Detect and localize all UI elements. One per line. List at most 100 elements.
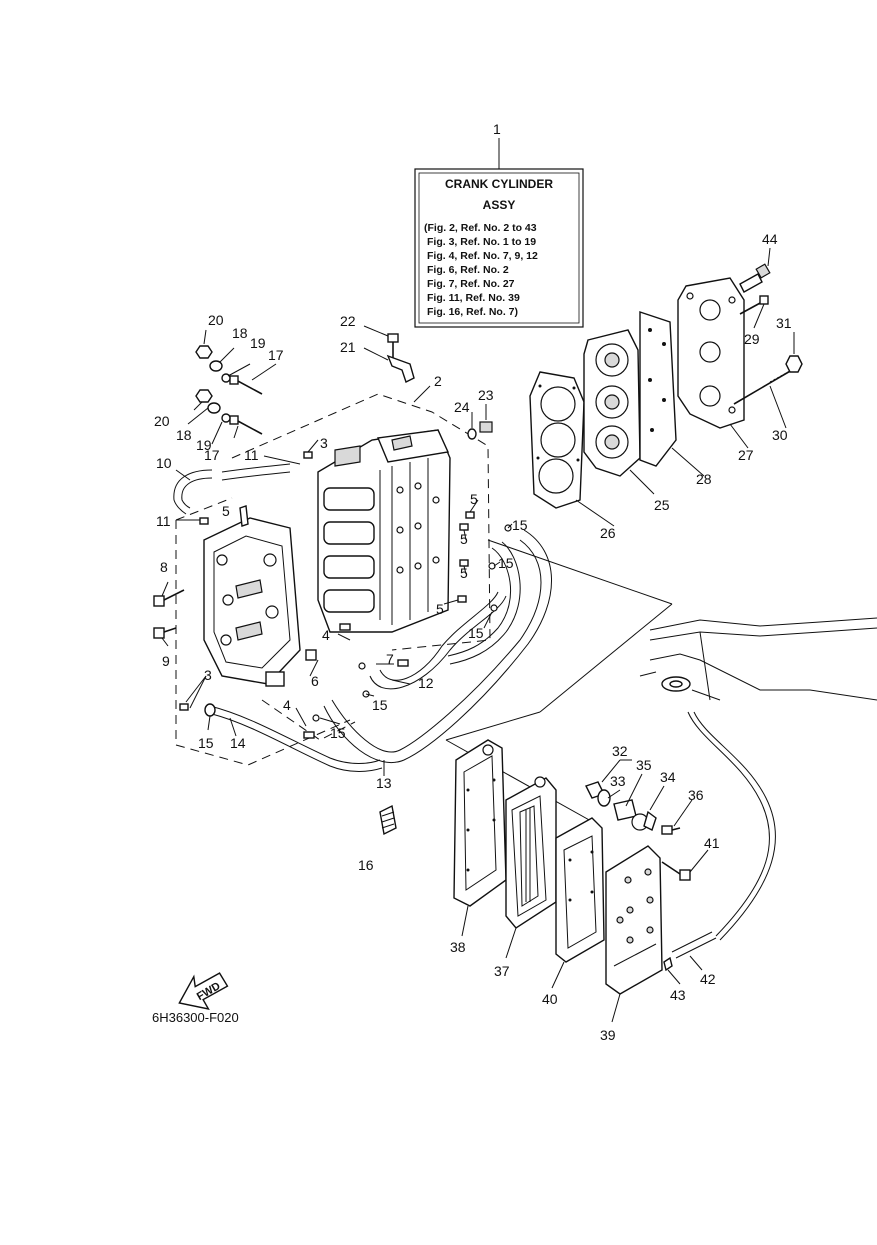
callout-35: 35: [636, 757, 652, 773]
gasket-40: [555, 817, 605, 963]
callout-34: 34: [660, 769, 676, 785]
head-cover-gasket: [639, 311, 677, 467]
callout-37: 37: [494, 963, 510, 979]
callout-5: 5: [460, 531, 468, 547]
callout-23: 23: [478, 387, 494, 403]
box-ref-line: (Fig. 2, Ref. No. 2 to 43: [424, 222, 537, 234]
hose-13: [323, 529, 552, 763]
callout-10: 10: [156, 455, 172, 471]
callout-19: 19: [196, 437, 212, 453]
washer-19: [221, 373, 231, 423]
callout-36: 36: [688, 787, 704, 803]
callout-4: 4: [283, 697, 291, 713]
clamp-21: [386, 354, 415, 383]
callout-11: 11: [156, 513, 171, 529]
spark-plug: [739, 263, 771, 293]
callout-44: 44: [762, 231, 778, 247]
callout-39: 39: [600, 1027, 616, 1043]
callout-42: 42: [700, 971, 716, 987]
callout-27: 27: [738, 447, 754, 463]
crankcase-half: [203, 505, 301, 687]
bolt-17-upper: [229, 375, 263, 395]
callout-13: 13: [376, 775, 392, 791]
callout-21: 21: [340, 339, 356, 355]
callout-33: 33: [610, 773, 626, 789]
tube-42-grommet-43: [663, 931, 717, 972]
callout-8: 8: [160, 559, 168, 575]
hose-14: [209, 705, 383, 772]
cowling-sketch: [639, 617, 877, 701]
gasket-24: [467, 428, 477, 440]
callout-41: 41: [704, 835, 720, 851]
callout-19: 19: [250, 335, 266, 351]
callout-14: 14: [230, 735, 246, 751]
callout-15: 15: [468, 625, 484, 641]
callout-43: 43: [670, 987, 686, 1003]
bolt-41: [661, 861, 691, 881]
bolt-8: [153, 589, 185, 607]
head-gasket: [529, 371, 585, 509]
box-ref-line: Fig. 4, Ref. No. 7, 9, 12: [427, 250, 538, 262]
cylinder-head: [583, 329, 641, 477]
callout-17: 17: [204, 447, 220, 463]
callout-40: 40: [542, 991, 558, 1007]
forward-arrow: FWD: [178, 972, 229, 1010]
callout-16: 16: [358, 857, 374, 873]
callout-22: 22: [340, 313, 356, 329]
box-title-line1: CRANK CYLINDER: [445, 177, 553, 191]
callout-28: 28: [696, 471, 712, 487]
callout-5: 5: [460, 565, 468, 581]
bolt-17-lower: [229, 415, 263, 435]
thermostat-parts-32-36: [585, 781, 681, 835]
box-ref-line: Fig. 6, Ref. No. 2: [427, 264, 509, 276]
assembly-title-box: 1 CRANK CYLINDER ASSY (Fig. 2, Ref. No. …: [414, 121, 584, 328]
callout-25: 25: [654, 497, 670, 513]
hose-10: [173, 469, 213, 515]
callout-2: 2: [434, 373, 442, 389]
fwd-label: FWD: [195, 980, 223, 1003]
bolt-22: [387, 333, 399, 358]
clip-16: [379, 804, 397, 836]
callout-6: 6: [311, 673, 319, 689]
callout-20: 20: [208, 312, 224, 328]
hose-11: [221, 463, 291, 481]
callout-17: 17: [268, 347, 284, 363]
gasket-38: [453, 739, 507, 907]
callout-31: 31: [776, 315, 792, 331]
callout-5: 5: [470, 491, 478, 507]
callout-4: 4: [322, 627, 330, 643]
callout-20: 20: [154, 413, 170, 429]
callout-18: 18: [232, 325, 248, 341]
tell-tale-hose: [687, 711, 776, 941]
cylinder-block: [317, 429, 451, 633]
leader-lines: [161, 247, 795, 1023]
callout-7: 7: [386, 651, 394, 667]
callout-24: 24: [454, 399, 470, 415]
callout-29: 29: [744, 331, 760, 347]
callout-12: 12: [418, 675, 434, 691]
callout-18: 18: [176, 427, 192, 443]
dowel-pins: [179, 451, 475, 739]
plug-23: [479, 421, 493, 433]
stud-bolt-30: [733, 369, 793, 405]
callout-38: 38: [450, 939, 466, 955]
callout-1: 1: [493, 121, 501, 137]
box-ref-line: Fig. 11, Ref. No. 39: [427, 292, 520, 304]
hose-15-clips: [204, 524, 521, 722]
callout-26: 26: [600, 525, 616, 541]
callout-5: 5: [222, 503, 230, 519]
callout-15: 15: [512, 517, 528, 533]
callout-15: 15: [330, 725, 346, 741]
callout-15: 15: [372, 697, 388, 713]
callout-15: 15: [498, 555, 514, 571]
callout-9: 9: [162, 653, 170, 669]
outer-exhaust-cover-39: [605, 845, 663, 995]
callout-3: 3: [320, 435, 328, 451]
head-cover: [677, 277, 745, 429]
callout-numbers: 2 3 3 4 4 5 5 5 5 5 6 7 8 9 10 11 11 12 …: [154, 231, 792, 1043]
figure-code: 6H36300-F020: [152, 1010, 239, 1025]
washer-18: [207, 360, 223, 414]
callout-5: 5: [436, 601, 444, 617]
